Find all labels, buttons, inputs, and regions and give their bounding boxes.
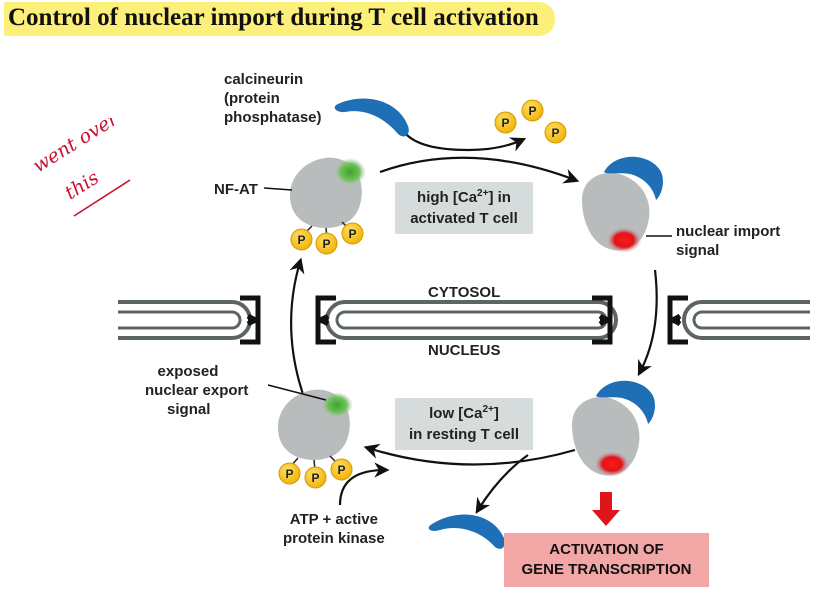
phosphate-label: P bbox=[311, 471, 319, 485]
nucleus-label: NUCLEUS bbox=[428, 342, 501, 359]
arrow-calcineurin-bind bbox=[404, 132, 527, 152]
phosphate-label: P bbox=[285, 467, 293, 481]
activation-arrow bbox=[592, 492, 620, 526]
note-line-2: this bbox=[61, 167, 103, 205]
export-label-line-2: nuclear export bbox=[145, 382, 249, 399]
calcineurin-shape-bottom bbox=[428, 514, 505, 549]
nuclear-pore-center-left bbox=[315, 295, 336, 345]
arrow-right-down bbox=[637, 269, 658, 377]
nuclear-import-signal-label: nuclear import signal bbox=[676, 222, 780, 260]
low-calcium-box: low [Ca2+] in resting T cell bbox=[395, 398, 533, 450]
phosphate-bottom-3: P bbox=[330, 458, 353, 481]
note-line-1: went over bbox=[30, 118, 124, 177]
activation-line-2: GENE TRANSCRIPTION bbox=[521, 561, 692, 578]
nuclear-export-signal-label: exposed nuclear export signal bbox=[145, 362, 248, 419]
activation-line-1: ACTIVATION OF bbox=[549, 541, 664, 558]
nfat-protein-exported bbox=[278, 389, 353, 471]
phosphate-top-3: P bbox=[341, 222, 364, 245]
import-label-line-1: nuclear import bbox=[676, 223, 781, 240]
export-label-line-1: exposed bbox=[157, 363, 219, 380]
atp-label-line-2: protein kinase bbox=[283, 530, 385, 547]
phosphate-label: P bbox=[551, 126, 559, 140]
phosphate-free-2: P bbox=[521, 99, 544, 122]
phosphate-top-2: P bbox=[315, 232, 338, 255]
low-calcium-line-1: low [Ca2+] bbox=[395, 403, 533, 424]
low-ca-text: low [Ca bbox=[429, 405, 483, 422]
calcineurin-label-line-2: (protein bbox=[224, 90, 280, 107]
arrow-top bbox=[379, 156, 580, 184]
phosphate-free-1: P bbox=[494, 111, 517, 134]
high-ca-superscript: 2+ bbox=[477, 188, 489, 199]
low-ca-superscript: 2+ bbox=[482, 404, 494, 415]
arrow-left-up bbox=[289, 257, 307, 401]
arrow-bottom bbox=[363, 443, 576, 466]
phosphate-label: P bbox=[348, 227, 356, 241]
high-ca-text-post: ] in bbox=[488, 189, 511, 206]
calcineurin-label-line-3: phosphatase) bbox=[224, 109, 322, 126]
nfat-protein-activated bbox=[582, 156, 663, 253]
phosphate-label: P bbox=[337, 463, 345, 477]
phosphate-label: P bbox=[322, 237, 330, 251]
calcineurin-shape-top bbox=[334, 98, 409, 137]
cytosol-label: CYTOSOL bbox=[428, 284, 501, 301]
page-title: Control of nuclear import during T cell … bbox=[4, 2, 555, 36]
low-ca-text-post: ] bbox=[493, 405, 499, 422]
cycle-arrows bbox=[289, 132, 658, 514]
high-calcium-box: high [Ca2+] in activated T cell bbox=[395, 182, 533, 234]
phosphate-top-1: P bbox=[290, 228, 313, 251]
activation-box: ACTIVATION OF GENE TRANSCRIPTION bbox=[504, 533, 709, 587]
high-ca-text: high [Ca bbox=[417, 189, 478, 206]
import-label-line-2: signal bbox=[676, 242, 720, 259]
nuclear-pore-right bbox=[667, 295, 688, 345]
nfat-label: NF-AT bbox=[214, 181, 258, 198]
nfat-protein-nuclear bbox=[572, 380, 655, 477]
calcineurin-label: calcineurin (protein phosphatase) bbox=[224, 70, 322, 127]
phosphate-free-3: P bbox=[544, 121, 567, 144]
phosphate-bottom-1: P bbox=[278, 462, 301, 485]
nuclear-pore-left bbox=[240, 295, 261, 345]
atp-kinase-label: ATP + active protein kinase bbox=[283, 510, 385, 548]
phosphate-label: P bbox=[528, 104, 536, 118]
high-calcium-line-2: activated T cell bbox=[410, 210, 518, 227]
high-calcium-line-1: high [Ca2+] in bbox=[395, 187, 533, 208]
phosphate-bottom-2: P bbox=[304, 466, 327, 489]
phosphate-label: P bbox=[297, 233, 305, 247]
nuclear-envelope bbox=[118, 300, 810, 340]
export-label-line-3: signal bbox=[167, 401, 211, 418]
phosphate-label: P bbox=[501, 116, 509, 130]
handwritten-note: went over this bbox=[30, 118, 131, 217]
nuclear-pore-center-right bbox=[592, 295, 613, 345]
arrow-atp bbox=[338, 462, 390, 506]
low-calcium-line-2: in resting T cell bbox=[408, 426, 520, 443]
arrow-release bbox=[475, 454, 529, 514]
atp-label-line-1: ATP + active bbox=[289, 511, 378, 528]
calcineurin-label-line-1: calcineurin bbox=[224, 71, 304, 88]
